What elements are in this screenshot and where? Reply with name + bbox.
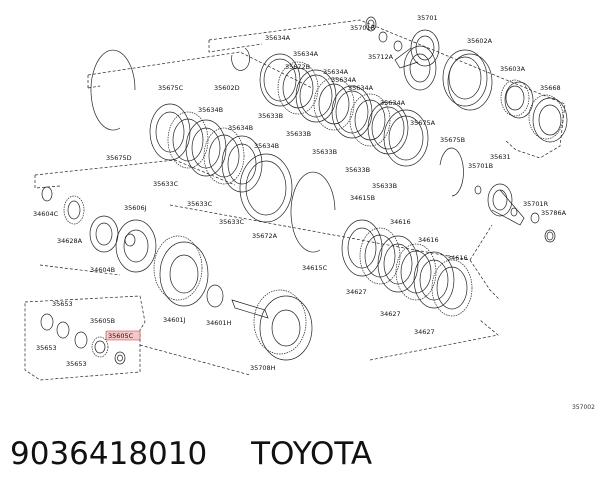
- drum-35701: [393, 29, 440, 91]
- clutch-disc-stack-middle: [149, 103, 293, 223]
- label-34627-1: 34627: [346, 288, 367, 296]
- label-35675d: 35675D: [106, 154, 132, 162]
- label-34616-1: 34616: [390, 218, 411, 226]
- snap-ring-34615c: [290, 171, 336, 253]
- leader-line-35708h: [139, 344, 251, 376]
- label-34615b: 34615B: [350, 194, 375, 202]
- label-35634a-4: 35634A: [331, 76, 357, 84]
- highlight-35605c: [105, 330, 141, 341]
- label-35701: 35701: [417, 14, 438, 22]
- label-35675b: 35675B: [440, 136, 465, 144]
- label-35634a-1: 35634A: [265, 34, 291, 42]
- label-35653-2: 35653: [36, 344, 57, 352]
- group-boundary-lower: [34, 159, 499, 361]
- label-35633c-1: 35633C: [153, 180, 179, 188]
- label-35631: 35631: [490, 153, 511, 161]
- group-boundary-middle: [87, 51, 501, 301]
- label-34615c: 34615C: [302, 264, 328, 272]
- label-34616-2: 34616: [418, 236, 439, 244]
- shaft-35631: [487, 183, 525, 226]
- label-35603a: 35603A: [500, 65, 526, 73]
- snap-ring-35602d: [231, 47, 250, 71]
- label-35672a: 35672A: [252, 232, 278, 240]
- label-35633b-2: 35633B: [286, 130, 311, 138]
- label-35675a: 35675A: [410, 119, 436, 127]
- label-34601h: 34601H: [206, 319, 232, 327]
- gear-35708h: [231, 289, 313, 361]
- o-ring-35653-c: [74, 331, 88, 349]
- part-caption: 9036418010 TOYOTA: [10, 436, 372, 472]
- label-35633b-5: 35633B: [372, 182, 397, 190]
- plate-34604b: [89, 215, 119, 253]
- part-labels: 35701B 35701 35712A 35602A 35603A 35668 …: [33, 14, 567, 372]
- label-34604c: 34604C: [33, 210, 59, 218]
- label-35701r: 35701R: [523, 200, 549, 208]
- diagram-reference-code: 357002: [572, 404, 595, 411]
- group-boundary-upper: [208, 19, 566, 159]
- label-34616-3: 34616: [447, 254, 468, 262]
- label-35633c-3: 35633C: [219, 218, 245, 226]
- label-35634a-2: 35634A: [293, 50, 319, 58]
- label-35634b-3: 35634B: [254, 142, 279, 150]
- label-35605b: 35605B: [90, 317, 115, 325]
- group-boundary-bottom-left: [24, 295, 146, 381]
- label-34627-2: 34627: [380, 310, 401, 318]
- carrier-35606j: [115, 219, 157, 273]
- label-35708h: 35708H: [250, 364, 276, 372]
- ring-34604c: [41, 186, 53, 202]
- o-ring-35653-b: [56, 321, 70, 339]
- bearing-34628a: [63, 195, 85, 225]
- bearing-35605b: [91, 336, 109, 358]
- label-35668: 35668: [540, 84, 561, 92]
- o-ring-35653-a: [40, 313, 54, 331]
- snap-ring-35675b: [439, 147, 464, 197]
- drum-35602a: [442, 49, 493, 111]
- clutch-disc-stack-lower: [341, 219, 473, 317]
- label-35672b: 35672B: [285, 63, 310, 71]
- label-35605c: 35605C: [108, 332, 134, 340]
- ring-34601h: [206, 284, 224, 308]
- bushing-35605c: [114, 351, 126, 365]
- gear-34601j: [153, 235, 209, 307]
- label-35634a-3: 35634A: [323, 68, 349, 76]
- bearing-35786a: [544, 229, 556, 243]
- label-35634b-1: 35634B: [198, 106, 223, 114]
- label-35786a: 35786A: [541, 209, 567, 217]
- label-35633c-2: 35633C: [187, 200, 213, 208]
- one-way-clutch-35603a: [500, 79, 534, 119]
- label-35633b-1: 35633B: [258, 112, 283, 120]
- exploded-parts-diagram: 35701B 35701 35712A 35602A 35603A 35668 …: [24, 14, 595, 411]
- label-34628a: 34628A: [57, 237, 83, 245]
- label-35602d: 35602D: [214, 84, 240, 92]
- label-35675c: 35675C: [158, 84, 184, 92]
- label-35634b-2: 35634B: [228, 124, 253, 132]
- label-35633b-3: 35633B: [312, 148, 337, 156]
- ring-35701b: [365, 16, 377, 32]
- label-35653-3: 35653: [66, 360, 87, 368]
- washer-35701b: [474, 185, 482, 195]
- snap-ring-35675d: [90, 49, 136, 131]
- label-35606j: 35606J: [124, 204, 147, 212]
- ring-35701r: [530, 212, 540, 224]
- ring-35712a: [378, 31, 388, 43]
- label-35701b: 35701B: [350, 24, 375, 32]
- label-35634a-5: 35634A: [348, 84, 374, 92]
- label-34627-3: 34627: [414, 328, 435, 336]
- race-35668: [528, 94, 568, 143]
- label-34604b: 34604B: [90, 266, 115, 274]
- label-35634a-6: 35634A: [380, 99, 406, 107]
- brand-name: TOYOTA: [251, 436, 373, 472]
- label-35701b-b: 35701B: [468, 162, 493, 170]
- clutch-disc-stack-upper: [259, 53, 429, 167]
- label-35633b-4: 35633B: [345, 166, 370, 174]
- label-34601j: 34601J: [163, 316, 186, 324]
- label-35712a: 35712A: [368, 53, 394, 61]
- part-number: 9036418010: [10, 436, 208, 472]
- label-35602a: 35602A: [467, 37, 493, 45]
- label-35653-1: 35653: [52, 300, 73, 308]
